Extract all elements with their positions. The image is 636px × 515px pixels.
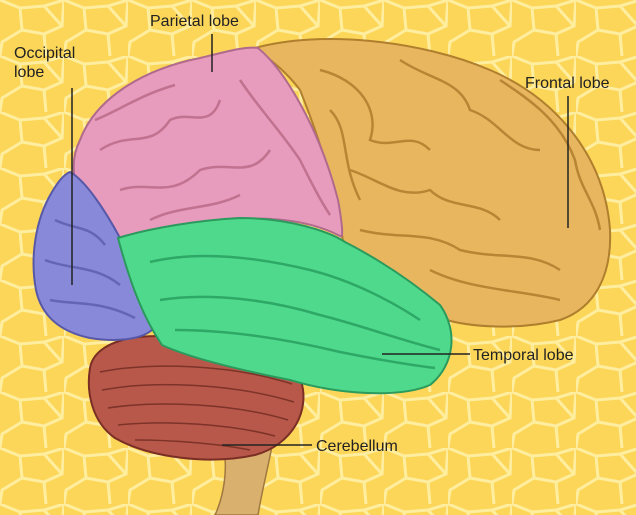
frontal-lobe-label: Frontal lobe <box>525 74 610 93</box>
occipital-label-line-1: Occipital <box>14 44 75 63</box>
temporal-lobe-label: Temporal lobe <box>473 346 574 365</box>
occipital-lobe-label: Occipital lobe <box>14 44 75 82</box>
parietal-lobe-label: Parietal lobe <box>150 12 239 31</box>
cerebellum-label: Cerebellum <box>316 437 398 456</box>
occipital-label-line-2: lobe <box>14 63 75 82</box>
